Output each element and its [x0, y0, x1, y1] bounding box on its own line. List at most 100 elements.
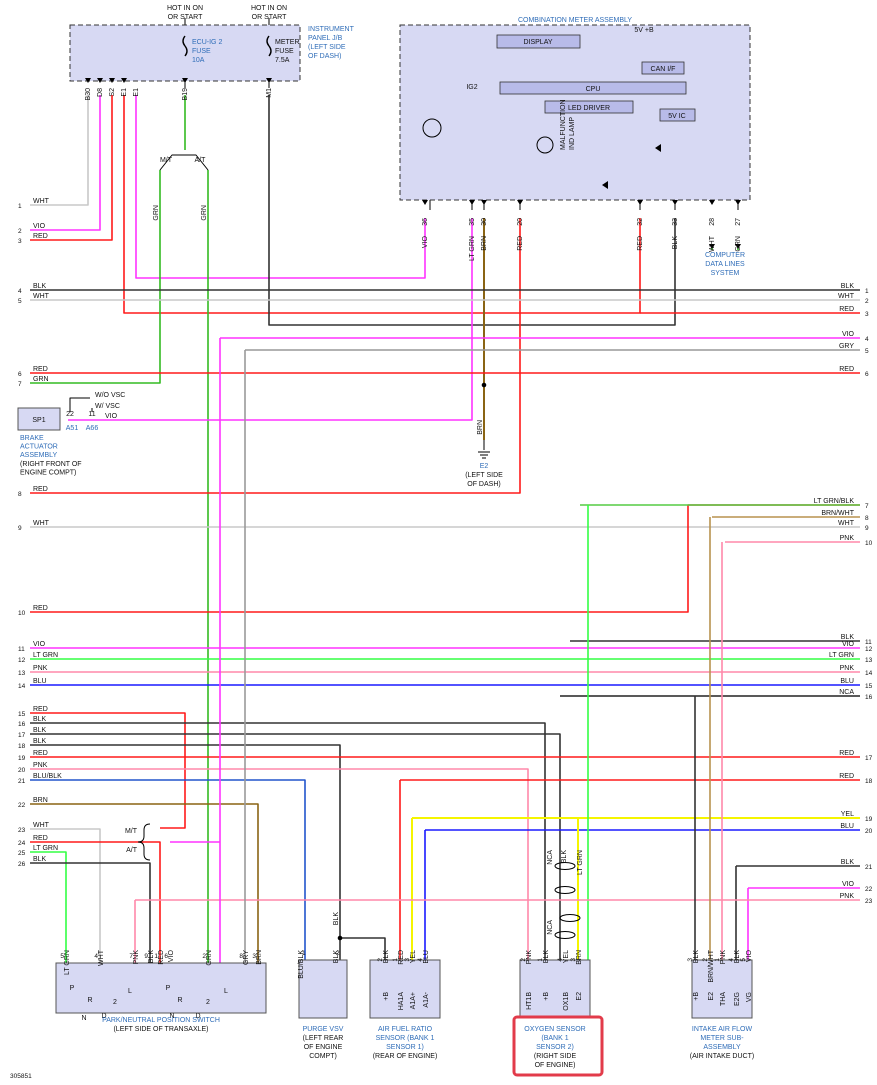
- cdl-arrow: [735, 244, 741, 249]
- afr-loc: (REAR OF ENGINE): [373, 1053, 438, 1060]
- cpu-label: CPU: [586, 86, 601, 93]
- right-wire-label: VIO: [842, 881, 855, 888]
- fuse-icon: [266, 35, 272, 57]
- afr-wire-label: YEL: [410, 950, 417, 963]
- o2-pin-name: OX1B: [563, 992, 570, 1011]
- right-row-number: 2: [865, 298, 869, 305]
- left-wire-label: VIO: [33, 641, 46, 648]
- maf-pin-name: VG: [746, 992, 753, 1002]
- park-pin: 5: [60, 953, 64, 960]
- meter-wire-label: BRN: [481, 236, 488, 251]
- sp1-label: SP1: [32, 417, 45, 424]
- display-label: DISPLAY: [523, 39, 552, 46]
- wire-blk-26: [30, 862, 151, 963]
- instrument-panel-title: INSTRUMENT: [308, 26, 355, 33]
- left-wire-label: BLK: [33, 716, 47, 723]
- left-wire-label: WHT: [33, 198, 50, 205]
- maf-pin: 4: [728, 958, 735, 962]
- left-row-number: 1: [18, 203, 22, 210]
- park-pin: 4: [94, 953, 98, 960]
- meter-terminal: [672, 200, 678, 205]
- left-row-number: 22: [18, 802, 26, 809]
- maf-title: ASSEMBLY: [703, 1044, 741, 1051]
- meter-fuse-label: METER: [275, 39, 300, 46]
- meter-pin-label: 27: [735, 218, 742, 226]
- left-wire-label: LT GRN: [33, 652, 58, 659]
- instrument-panel-title: (LEFT SIDE: [308, 44, 346, 51]
- mt-at-bracket: [137, 823, 151, 861]
- left-wire-label: LT GRN: [33, 845, 58, 852]
- shift-position-label: P: [166, 985, 171, 992]
- maf-pin: 5: [740, 958, 747, 962]
- brake-title: BRAKE: [20, 435, 44, 442]
- oxygen-sensor-loc: (RIGHT SIDE: [534, 1053, 577, 1060]
- meter-wire-label: VIO: [422, 235, 429, 248]
- left-wire-label: RED: [33, 233, 48, 240]
- left-row-number: 14: [18, 683, 26, 690]
- left-wire-label: BLK: [33, 738, 47, 745]
- meter-wire-label: RED: [637, 236, 644, 251]
- e2-label: E2: [480, 463, 489, 470]
- computer-data-lines-label: SYSTEM: [711, 270, 740, 277]
- wire-blublk-21: [30, 779, 306, 963]
- wire-grn-mt: [30, 170, 161, 384]
- wire-blu-20: [424, 829, 860, 963]
- hot-label: HOT IN ON: [251, 5, 287, 12]
- left-row-number: 15: [18, 711, 26, 718]
- wire-red-24: [30, 841, 161, 963]
- right-row-number: 21: [865, 864, 873, 871]
- shield-ellipse: [554, 862, 576, 870]
- v5b-label: 5V +B: [634, 27, 654, 34]
- wovsc-label: W/O VSC: [95, 392, 125, 399]
- instrument-panel-title: OF DASH): [308, 53, 341, 60]
- jb-terminal: [109, 78, 115, 83]
- park-pin: 7: [129, 953, 133, 960]
- park-wire-label: VIO: [168, 949, 175, 962]
- left-row-number: 13: [18, 670, 26, 677]
- purge-wire-label: BLK: [333, 950, 340, 964]
- brake-connector: A51: [66, 425, 79, 432]
- wire-wht-23: [30, 828, 101, 963]
- meter-terminal: [735, 200, 741, 205]
- maf-wire-label: BLK: [693, 950, 700, 964]
- wire-red-15: [30, 712, 186, 829]
- left-wire-label: BLU: [33, 678, 47, 685]
- left-row-number: 23: [18, 827, 26, 834]
- oxygen-sensor-loc: OF ENGINE): [535, 1062, 576, 1069]
- wire-ltgrn-25: [30, 851, 67, 963]
- right-row-number: 3: [865, 311, 869, 318]
- brake-loc: (RIGHT FRONT OF: [20, 461, 82, 468]
- right-row-number: 22: [865, 886, 873, 893]
- shift-position-label: D: [195, 1013, 200, 1020]
- right-wire-label: LT GRN/BLK: [814, 498, 855, 505]
- malfunction-lamp-icon: [536, 136, 554, 154]
- left-row-number: 26: [18, 861, 26, 868]
- mil-label: MALFUNCTION: [560, 99, 567, 150]
- purge-pin: 2: [336, 950, 340, 957]
- meter-pin-label: 33: [672, 218, 679, 226]
- oxygen-sensor-title: (BANK 1: [541, 1035, 568, 1042]
- right-wire-label: VIO: [842, 641, 855, 648]
- afr-pin: 4: [417, 958, 424, 962]
- meter-pin-label: 28: [709, 218, 716, 226]
- junction-dot: [481, 382, 487, 388]
- e2-loc: (LEFT SIDE: [465, 472, 503, 479]
- meter-title: COMBINATION METER ASSEMBLY: [518, 17, 632, 24]
- wire-wht-left-1: [30, 95, 89, 206]
- jb-pin-label: D8: [97, 88, 104, 97]
- brake-actuator-box: [17, 407, 61, 431]
- left-wire-label: RED: [33, 605, 48, 612]
- park-wire-label: PNK: [133, 950, 140, 965]
- o2-wire-label: BRN: [576, 950, 583, 965]
- afr-wire-label: RED: [398, 950, 405, 965]
- o2-vwire-label: NCA: [547, 850, 554, 865]
- purge-wire-label: BLU/BLK: [298, 950, 305, 979]
- park-pin: 3: [252, 953, 256, 960]
- left-wire-label: RED: [33, 706, 48, 713]
- o2-pin: 1: [537, 958, 544, 962]
- afr-pin-name: +B: [383, 992, 390, 1001]
- o2-wire-label: YEL: [563, 950, 570, 963]
- shield-ellipse: [554, 886, 576, 894]
